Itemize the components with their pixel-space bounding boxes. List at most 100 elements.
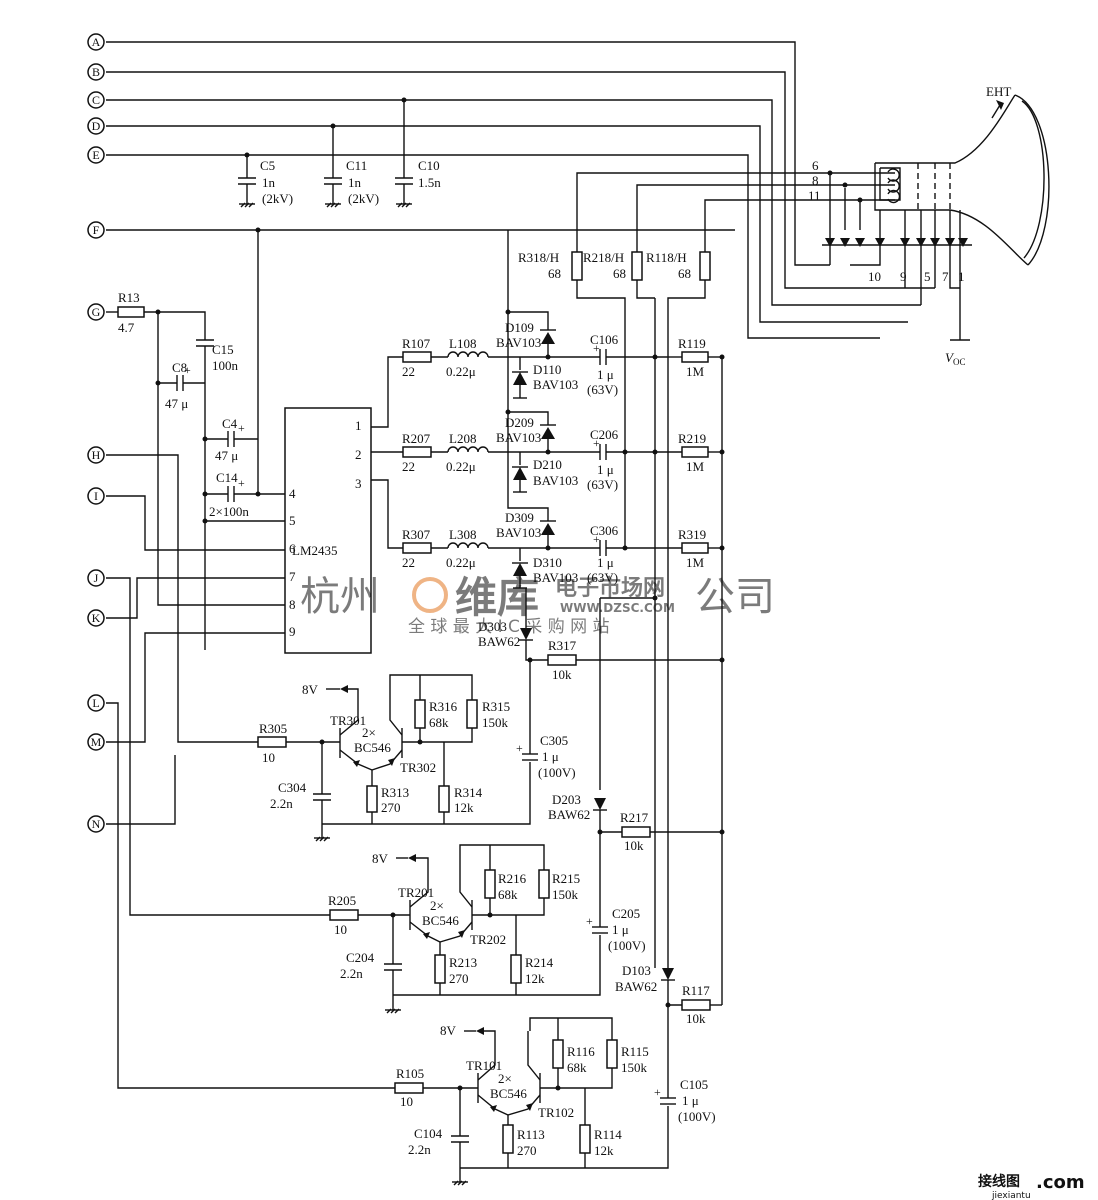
terminal-c[interactable]: C [87, 91, 105, 109]
d309-value: BAV103 [496, 525, 541, 540]
c5-value: 1n [262, 175, 276, 190]
terminal-a-label: A [92, 35, 101, 49]
terminal-h[interactable]: H [87, 446, 105, 464]
r216-value: 68k [498, 887, 518, 902]
c305-value: 1 μ [542, 749, 559, 764]
terminal-a[interactable]: A [87, 33, 105, 51]
terminal-b[interactable]: B [87, 63, 105, 81]
c105-ref: C105 [680, 1077, 708, 1092]
r317-value: 10k [552, 667, 572, 682]
d110-ref: D110 [533, 362, 561, 377]
d210-ref: D210 [533, 457, 562, 472]
terminal-c-label: C [92, 93, 100, 107]
l208-ref: L208 [449, 431, 476, 446]
spark-gap-diodes [822, 238, 972, 247]
terminal-l[interactable]: L [87, 694, 105, 712]
terminal-m[interactable]: M [87, 733, 105, 751]
d310-value: BAV103 [533, 570, 578, 585]
c5-ref: C5 [260, 158, 275, 173]
c14-value: 2×100n [209, 504, 249, 519]
c204-ref: C204 [346, 950, 375, 965]
terminal-k[interactable]: K [87, 609, 105, 627]
r314-value: 12k [454, 800, 474, 815]
r107-value: 22 [402, 364, 415, 379]
amp1-supply: 8V [440, 1023, 457, 1038]
d109-value: BAV103 [496, 335, 541, 350]
ic-pin4: 4 [289, 486, 296, 501]
c206-value: 1 μ [597, 462, 614, 477]
d109-ref: D109 [505, 320, 534, 335]
r216-ref: R216 [498, 871, 527, 886]
corner-watermark-com: .com [1036, 1172, 1085, 1193]
r13-value: 4.7 [118, 320, 135, 335]
terminal-f-label: F [93, 223, 100, 237]
terminal-d[interactable]: D [87, 117, 105, 135]
r114-value: 12k [594, 1143, 614, 1158]
c10-value: 1.5n [418, 175, 441, 190]
r215-ref: R215 [552, 871, 580, 886]
r307-ref: R307 [402, 527, 431, 542]
amp3-pair: 2× [362, 725, 376, 740]
r117-ref: R117 [682, 983, 710, 998]
c105-value: 1 μ [682, 1093, 699, 1108]
crt-pin-8: 8 [812, 173, 819, 188]
terminal-l-label: L [92, 696, 99, 710]
capacitor-c11: C11 1n (2kV) [324, 123, 379, 208]
c305-rating: (100V) [538, 765, 576, 780]
r215-value: 150k [552, 887, 579, 902]
r313-ref: R313 [381, 785, 409, 800]
svg-text:+: + [238, 421, 245, 435]
terminal-n[interactable]: N [87, 815, 105, 833]
c15-value: 100n [212, 358, 239, 373]
r314-ref: R314 [454, 785, 483, 800]
d103-value: BAW62 [615, 979, 657, 994]
crt-pin-7: 7 [942, 269, 949, 284]
svg-text:+: + [184, 363, 191, 377]
r318h-ref: R318/H [518, 250, 559, 265]
d210-value: BAV103 [533, 473, 578, 488]
channel-3: + R307 22 L308 0.22μ D309 BAV103 D310 BA… [371, 409, 725, 589]
r116-ref: R116 [567, 1044, 595, 1059]
crt-pin-11: 11 [808, 188, 821, 203]
watermark-company-left: 杭州 [300, 574, 380, 620]
r305-value: 10 [262, 750, 275, 765]
bus-lines [106, 41, 935, 339]
r117-value: 10k [686, 1011, 706, 1026]
l308-ref: L308 [449, 527, 476, 542]
crt-pin-5: 5 [924, 269, 931, 284]
amp2-pair: 2× [430, 898, 444, 913]
watermark: 杭州 公司 维库 电子市场网 WWW.DZSC.COM 全 球 最 大 I C … [300, 573, 775, 637]
l308-value: 0.22μ [446, 555, 476, 570]
r317-ref: R317 [548, 638, 577, 653]
r313-value: 270 [381, 800, 401, 815]
d203-ref: D203 [552, 792, 581, 807]
r113-value: 270 [517, 1143, 537, 1158]
svg-text:+: + [593, 341, 600, 355]
c14-ref: C14 [216, 470, 238, 485]
r315-value: 150k [482, 715, 509, 730]
terminal-j[interactable]: J [87, 569, 105, 587]
watermark-market: 电子市场网 [555, 575, 665, 601]
amp-stage-1: D103 BAW62 R117 10k 8V R116 68k R115 150… [394, 963, 722, 1186]
c5-rating: (2kV) [262, 191, 293, 206]
terminal-e[interactable]: E [87, 146, 105, 164]
r118h-value: 68 [678, 266, 691, 281]
c8-value: 47 μ [165, 396, 188, 411]
r316-ref: R316 [429, 699, 458, 714]
c11-value: 1n [348, 175, 362, 190]
terminal-g[interactable]: G [87, 303, 105, 321]
amp3-supply: 8V [302, 682, 319, 697]
r319-ref: R319 [678, 527, 706, 542]
ic-name: LM2435 [292, 543, 338, 558]
svg-text:+: + [516, 741, 523, 755]
tr101-label: TR101 [466, 1058, 502, 1073]
corner-watermark-cn: 接线图 [978, 1173, 1020, 1190]
input-network: R13 4.7 C15 100n + C8 47 μ + C4 47 μ + C… [106, 227, 285, 650]
c15-ref: C15 [212, 342, 234, 357]
terminal-m-label: M [91, 735, 102, 749]
crt-pin-9: 9 [900, 269, 907, 284]
terminal-i[interactable]: I [87, 487, 105, 505]
terminal-f[interactable]: F [87, 221, 105, 239]
d303-ref: D303 [478, 619, 507, 634]
